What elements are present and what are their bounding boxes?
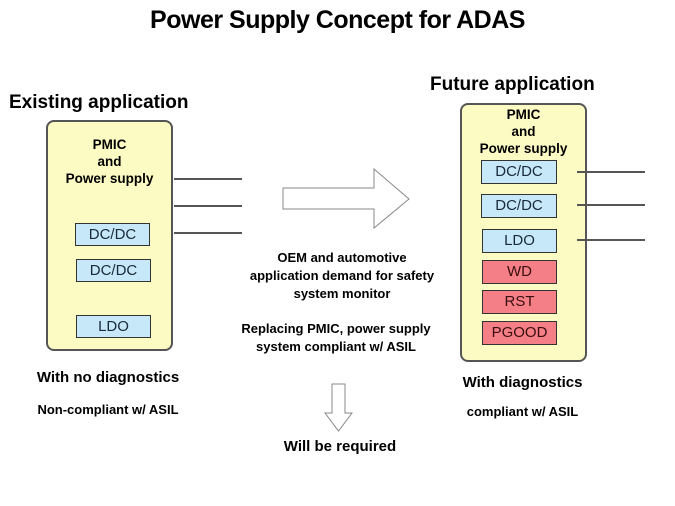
existing-heading: Existing application (9, 92, 189, 113)
existing-ldo-block: LDO (76, 315, 151, 338)
demand-text-line: system monitor (293, 286, 391, 301)
panel-title-line: Power supply (65, 171, 154, 186)
existing-dcdc-block-2: DC/DC (76, 259, 151, 282)
existing-output-line (174, 232, 242, 234)
replace-text: Replacing PMIC, power supply system comp… (216, 320, 456, 356)
replace-text-line: system compliant w/ ASIL (256, 339, 416, 354)
future-output-line (577, 204, 645, 206)
replace-text-line: Replacing PMIC, power supply (241, 321, 431, 336)
panel-title-line: Power supply (479, 141, 568, 156)
required-text: Will be required (283, 438, 397, 455)
future-compliance: compliant w/ ASIL (466, 404, 579, 419)
future-wd-block: WD (482, 260, 557, 284)
future-dcdc-block-1: DC/DC (481, 160, 557, 184)
panel-title-line: and (511, 124, 536, 139)
future-pmic-panel: PMIC and Power supply DC/DC DC/DC LDO WD… (460, 103, 587, 362)
existing-panel-title: PMIC and Power supply (48, 136, 171, 187)
future-ldo-block: LDO (482, 229, 557, 253)
page-title: Power Supply Concept for ADAS (150, 6, 525, 34)
panel-title-line: PMIC (92, 137, 127, 152)
demand-text-line: OEM and automotive (277, 250, 407, 265)
panel-title-line: and (97, 154, 122, 169)
future-pgood-block: PGOOD (482, 321, 557, 345)
existing-output-line (174, 178, 242, 180)
right-arrow-icon (282, 168, 410, 230)
future-output-line (577, 239, 645, 241)
future-rst-block: RST (482, 290, 557, 314)
demand-text-line: application demand for safety (249, 268, 435, 283)
existing-dcdc-block-1: DC/DC (75, 223, 150, 246)
existing-compliance: Non-compliant w/ ASIL (37, 402, 179, 417)
panel-title-line: PMIC (506, 107, 541, 122)
future-caption: With diagnostics (462, 374, 583, 391)
existing-pmic-panel: PMIC and Power supply DC/DC DC/DC LDO (46, 120, 173, 351)
demand-text: OEM and automotive application demand fo… (222, 249, 462, 303)
future-output-line (577, 171, 645, 173)
future-panel-title: PMIC and Power supply (462, 106, 585, 157)
existing-caption: With no diagnostics (36, 369, 180, 386)
future-dcdc-block-2: DC/DC (481, 194, 557, 218)
future-heading: Future application (430, 74, 595, 95)
down-arrow-icon (324, 383, 353, 432)
existing-output-line (174, 205, 242, 207)
